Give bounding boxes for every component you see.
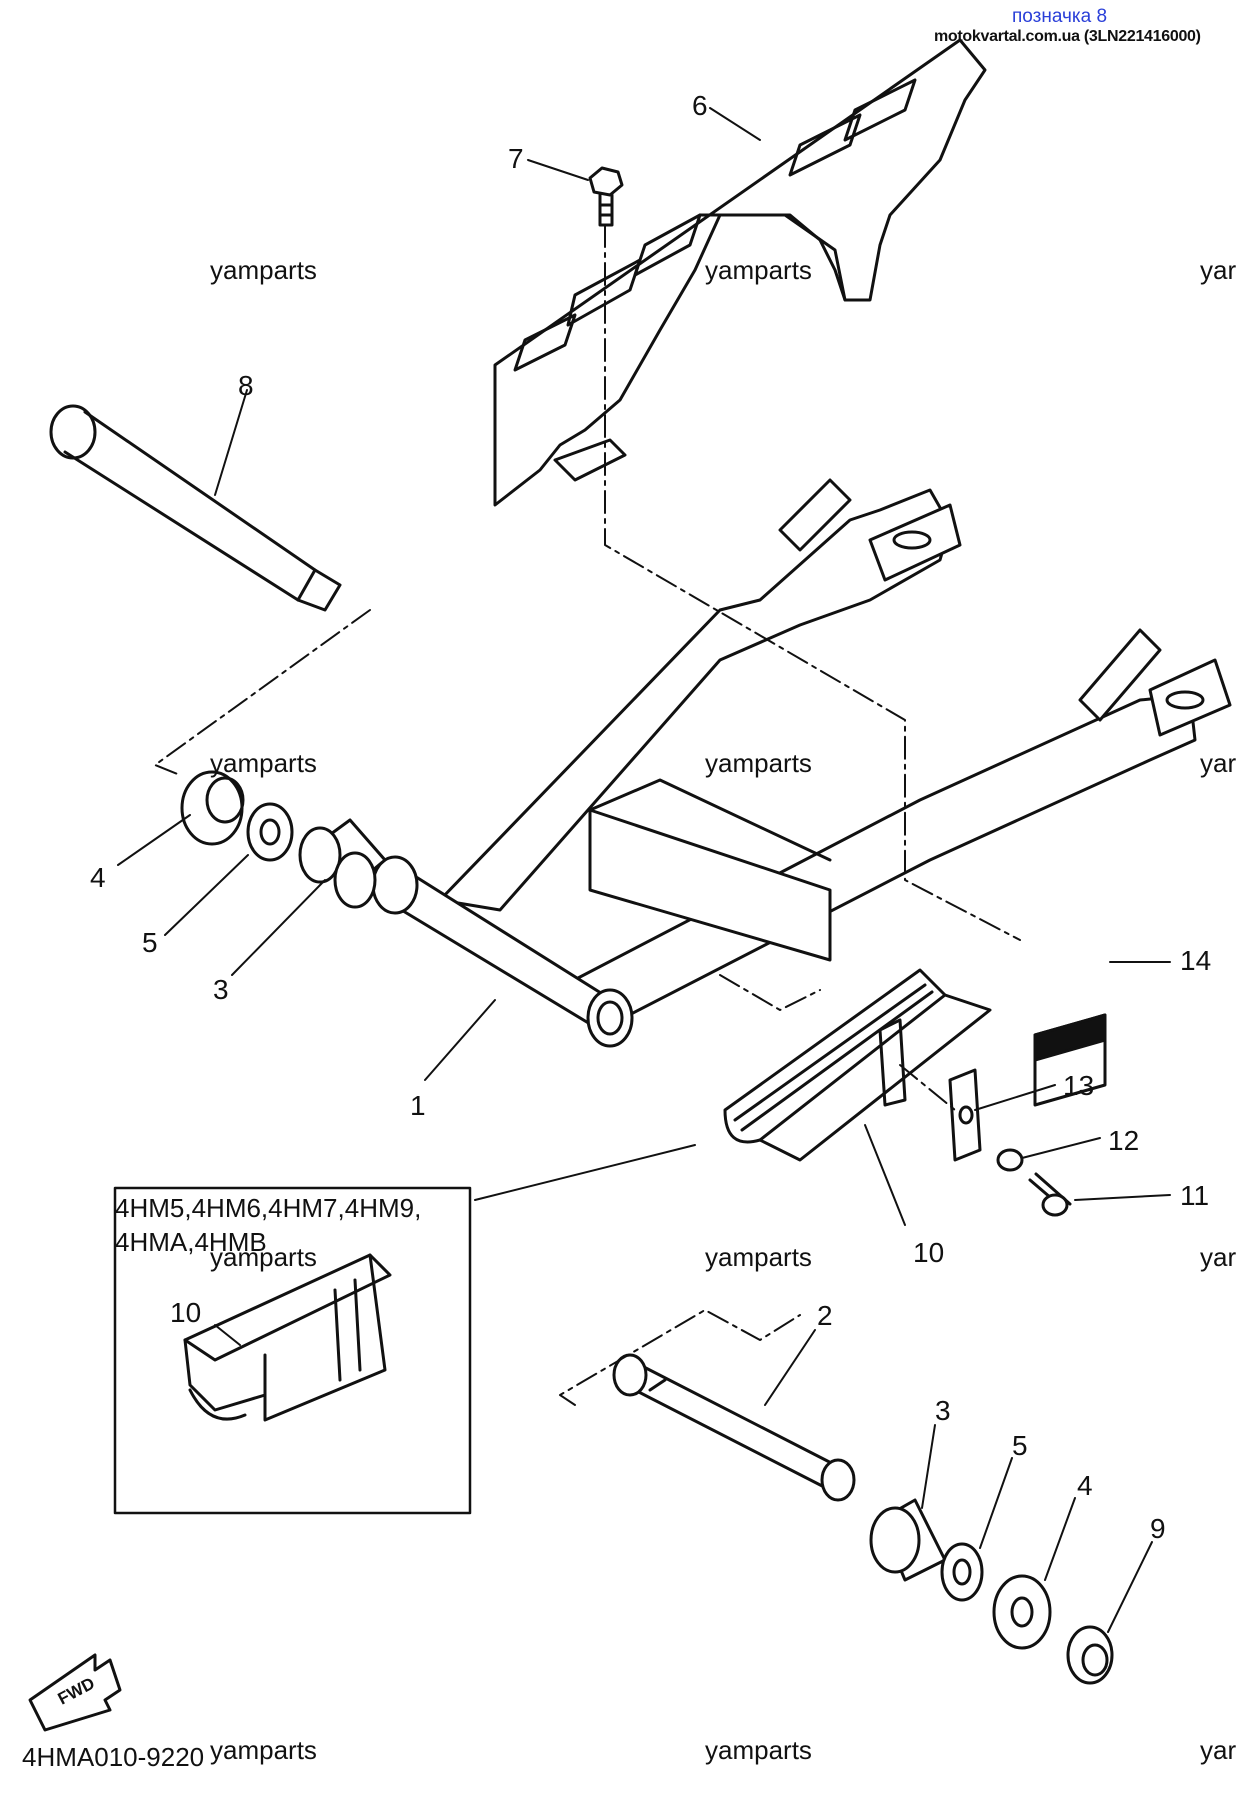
callout-6: 6	[692, 90, 708, 121]
callout-7: 7	[508, 143, 524, 174]
callout-11: 11	[1180, 1180, 1210, 1211]
watermark: yamparts	[705, 255, 812, 285]
part-bearing-3-right	[869, 1498, 947, 1582]
watermark: yamparts	[705, 1735, 812, 1765]
watermark: yamparts	[705, 748, 812, 778]
part-chain-guard	[493, 38, 987, 507]
callout-1: 1	[410, 1090, 426, 1121]
part-plate-13	[948, 1068, 982, 1162]
callout-13: 13	[1063, 1070, 1095, 1101]
part-bolt-7	[588, 166, 624, 227]
inset-frame	[113, 1186, 472, 1515]
watermark: yamparts	[210, 748, 317, 778]
part-oil-seal-4-left	[180, 770, 245, 846]
watermark: yamparts	[705, 1242, 812, 1272]
watermark: yamparts	[210, 1242, 317, 1272]
fwd-arrow-icon	[28, 1653, 122, 1732]
callout-14: 14	[1180, 945, 1212, 976]
header-link[interactable]: позначка 8	[1012, 6, 1108, 27]
watermark: yamparts	[210, 1735, 317, 1765]
part-washer-5-left	[246, 802, 294, 862]
part-screw-11	[1028, 1172, 1072, 1217]
part-nut-9	[1066, 1625, 1114, 1685]
callout-5-left: 5	[142, 927, 158, 958]
callout-4-left: 4	[90, 862, 106, 893]
callout-9: 9	[1150, 1513, 1166, 1544]
part-oil-seal-4-right	[992, 1574, 1052, 1650]
inset-chain-slider	[183, 1253, 392, 1422]
leader-lines	[117, 107, 1171, 1633]
callout-3-left: 3	[213, 974, 229, 1005]
callout-5-right: 5	[1012, 1430, 1028, 1461]
part-washer-5-right	[940, 1542, 984, 1602]
part-pivot-shaft	[49, 404, 342, 612]
watermark: yamparts	[210, 255, 317, 285]
inset-model-codes-line2: 4HMA,4HMB	[115, 1227, 267, 1257]
diagram-code: 4HMA010-9220	[22, 1742, 205, 1772]
part-collar-2	[612, 1353, 856, 1502]
watermark: yar	[1200, 1242, 1237, 1272]
inset-model-codes-line1: 4HM5,4HM6,4HM7,4HM9,	[115, 1193, 422, 1223]
callout-3-right: 3	[935, 1395, 951, 1426]
part-label-14	[1033, 1013, 1107, 1107]
callout-4-right: 4	[1077, 1470, 1093, 1501]
part-swingarm	[371, 478, 1232, 1048]
watermark: yar	[1200, 1735, 1237, 1765]
header-source: motokvartal.com.ua (3LN221416000)	[934, 28, 1201, 45]
part-bearing-3-left	[298, 818, 387, 909]
part-chain-slider	[723, 968, 992, 1162]
callout-8: 8	[238, 370, 254, 401]
watermark: yar	[1200, 748, 1237, 778]
inset-callout-10: 10	[170, 1297, 202, 1328]
watermark: yar	[1200, 255, 1237, 285]
assembly-lines	[154, 224, 1021, 1406]
callout-10: 10	[913, 1237, 945, 1268]
part-nut-12	[996, 1148, 1024, 1172]
callout-12: 12	[1108, 1125, 1140, 1156]
callout-2: 2	[817, 1300, 833, 1331]
